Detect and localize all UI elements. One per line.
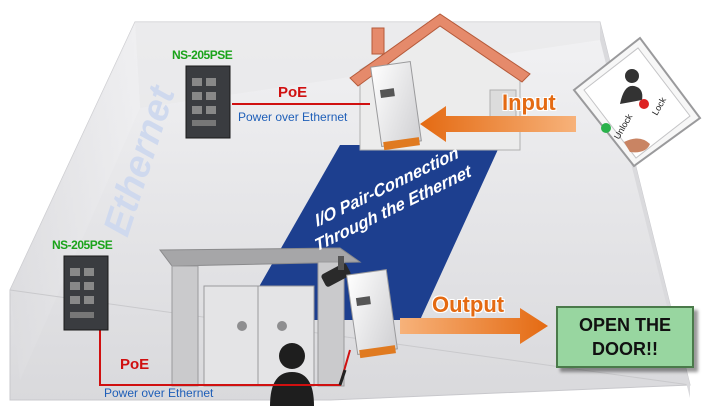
output-label: Output (432, 292, 505, 317)
room-left-wall (10, 22, 140, 380)
output-arrow (400, 308, 548, 344)
io-module-icon (370, 61, 422, 151)
poe-cable-bottom (99, 330, 351, 386)
person-icon (270, 343, 314, 406)
io-module-icon (346, 269, 398, 359)
poe-sub-label-bottom: Power over Ethernet (104, 386, 214, 400)
ethernet-switch-icon (63, 255, 109, 331)
poe-sub-label-top: Power over Ethernet (238, 110, 348, 124)
control-panel-icon (572, 36, 702, 168)
ethernet-switch-icon (185, 65, 231, 139)
open-door-box: OPEN THE DOOR!! (556, 306, 694, 368)
switch-name-top: NS-205PSE (172, 48, 233, 62)
door-line-1: OPEN THE (578, 315, 671, 335)
input-label: Input (502, 90, 556, 115)
poe-label-bottom: PoE (120, 356, 150, 373)
poe-label-top: PoE (278, 84, 308, 101)
switch-name-bottom: NS-205PSE (52, 238, 113, 252)
door-line-2: DOOR!! (592, 339, 658, 359)
carpet (240, 145, 500, 320)
gate-icon (159, 247, 362, 387)
input-arrow (420, 106, 576, 142)
security-camera-icon (321, 256, 351, 287)
